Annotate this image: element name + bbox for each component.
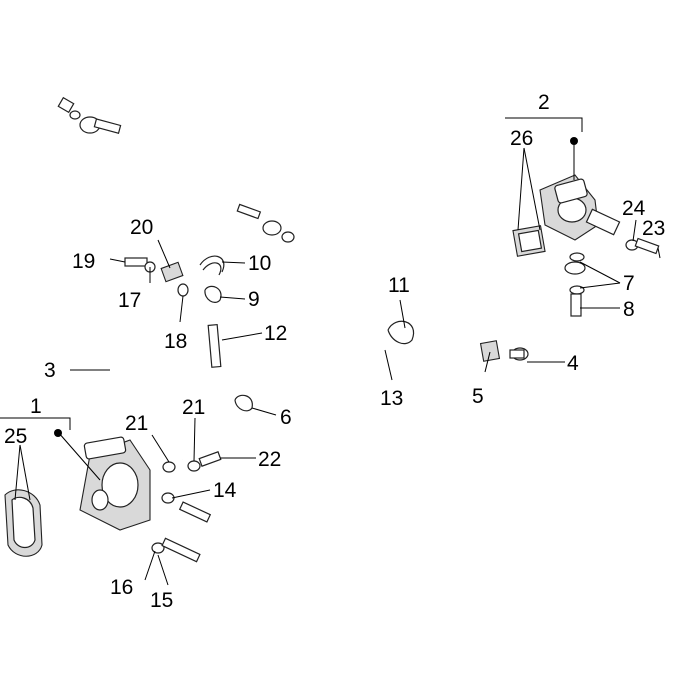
callout-24: 24 <box>622 197 646 220</box>
callout-13: 13 <box>380 387 403 410</box>
callout-1: 1 <box>30 395 42 418</box>
clip-10 <box>199 255 225 276</box>
callout-5: 5 <box>472 385 484 408</box>
callout-labels: 1 2 3 4 5 6 7 8 9 10 11 12 13 14 15 16 1… <box>4 91 665 612</box>
hose-guide-bracket <box>160 261 189 297</box>
brake-pads-25 <box>4 489 43 557</box>
banjo-7 <box>564 261 586 275</box>
callout-11: 11 <box>388 274 410 297</box>
callout-14: 14 <box>213 479 237 502</box>
washer-21a <box>162 461 176 473</box>
clip-6 <box>234 394 253 412</box>
bolt-15 <box>178 501 212 523</box>
callout-16: 16 <box>110 576 133 599</box>
top-banjo-fitting <box>57 96 122 134</box>
bolt-22 <box>198 451 222 467</box>
mid-banjo-fitting <box>236 203 295 243</box>
callout-22: 22 <box>258 448 281 471</box>
callout-21b: 21 <box>182 396 205 419</box>
clip-9 <box>204 285 222 303</box>
callout-4: 4 <box>567 352 579 375</box>
washer-16 <box>151 542 165 554</box>
callout-7: 7 <box>623 272 635 295</box>
kit-dot-2 <box>570 137 578 145</box>
bolt-8 <box>570 293 582 317</box>
callout-26: 26 <box>510 127 533 150</box>
washer-7a <box>569 252 585 262</box>
callout-21a: 21 <box>125 412 148 435</box>
callout-20: 20 <box>130 216 153 239</box>
leader-lines <box>0 117 661 586</box>
brake-caliper-assembly <box>79 436 151 531</box>
kit-dot-1 <box>54 429 62 437</box>
callout-19: 19 <box>72 250 95 273</box>
bolt-23 <box>634 237 660 255</box>
pump-pads-26 <box>512 225 546 257</box>
protection-sleeve-12 <box>207 323 222 368</box>
callout-8: 8 <box>623 298 635 321</box>
callout-10: 10 <box>248 252 271 275</box>
bolt-15b <box>161 537 201 563</box>
washer-7b <box>569 285 585 295</box>
callout-18: 18 <box>164 330 187 353</box>
callout-15: 15 <box>150 589 173 612</box>
callout-12: 12 <box>264 322 287 345</box>
callout-9: 9 <box>248 288 260 311</box>
hose-bracket-5 <box>479 340 501 362</box>
brake-pump-assembly <box>539 174 621 241</box>
bolt-4 <box>509 347 529 361</box>
washer-21b <box>187 460 201 472</box>
clip-11 <box>387 320 415 345</box>
callout-2: 2 <box>538 91 550 114</box>
callout-25: 25 <box>4 425 27 448</box>
brake-hoses <box>84 118 566 491</box>
callout-17: 17 <box>118 289 141 312</box>
callout-6: 6 <box>280 406 292 429</box>
callout-23: 23 <box>642 217 665 240</box>
callout-3: 3 <box>44 359 56 382</box>
